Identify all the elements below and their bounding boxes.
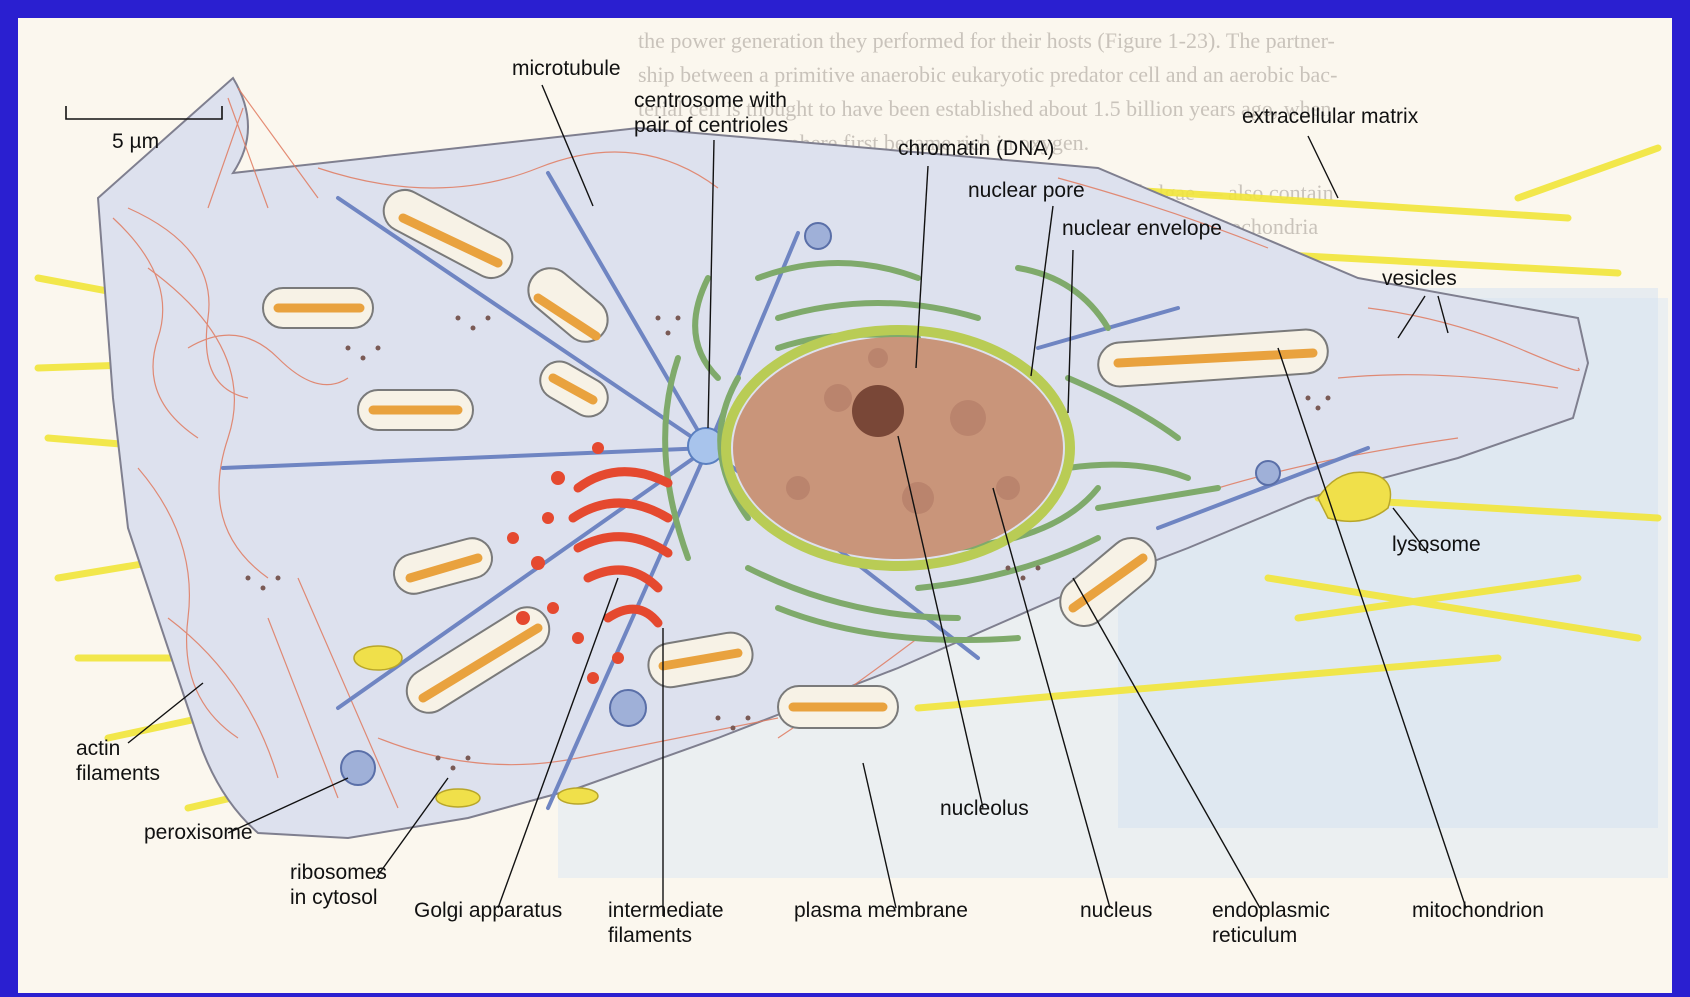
scale-bar-label: 5 µm bbox=[112, 129, 159, 154]
label-nuclear-pore: nuclear pore bbox=[968, 178, 1085, 203]
cell-illustration bbox=[18, 18, 1672, 993]
label-intermediate-filaments: intermediate filaments bbox=[608, 898, 724, 948]
label-peroxisome: peroxisome bbox=[144, 820, 253, 845]
label-microtubule: microtubule bbox=[512, 56, 621, 81]
cell-diagram-canvas: the power generation they performed for … bbox=[18, 18, 1672, 993]
nucleolus bbox=[852, 385, 904, 437]
peroxisome bbox=[1256, 461, 1280, 485]
label-extracellular-matrix: extracellular matrix bbox=[1242, 104, 1418, 129]
label-golgi-apparatus: Golgi apparatus bbox=[414, 898, 562, 923]
peroxisome bbox=[341, 751, 375, 785]
label-actin-filaments: actin filaments bbox=[76, 736, 160, 786]
nucleus bbox=[733, 337, 1063, 559]
peroxisome bbox=[610, 690, 646, 726]
peroxisome bbox=[805, 223, 831, 249]
label-chromatin: chromatin (DNA) bbox=[898, 136, 1054, 161]
label-nuclear-envelope: nuclear envelope bbox=[1062, 216, 1222, 241]
label-nucleolus: nucleolus bbox=[940, 796, 1029, 821]
label-centrosome: centrosome with pair of centrioles bbox=[634, 88, 788, 138]
label-lysosome: lysosome bbox=[1392, 532, 1481, 557]
label-mitochondrion: mitochondrion bbox=[1412, 898, 1544, 923]
label-endoplasmic-reticulum: endoplasmic reticulum bbox=[1212, 898, 1330, 948]
label-vesicles: vesicles bbox=[1382, 266, 1457, 291]
label-plasma-membrane: plasma membrane bbox=[794, 898, 968, 923]
label-ribosomes: ribosomes in cytosol bbox=[290, 860, 387, 910]
label-nucleus: nucleus bbox=[1080, 898, 1152, 923]
